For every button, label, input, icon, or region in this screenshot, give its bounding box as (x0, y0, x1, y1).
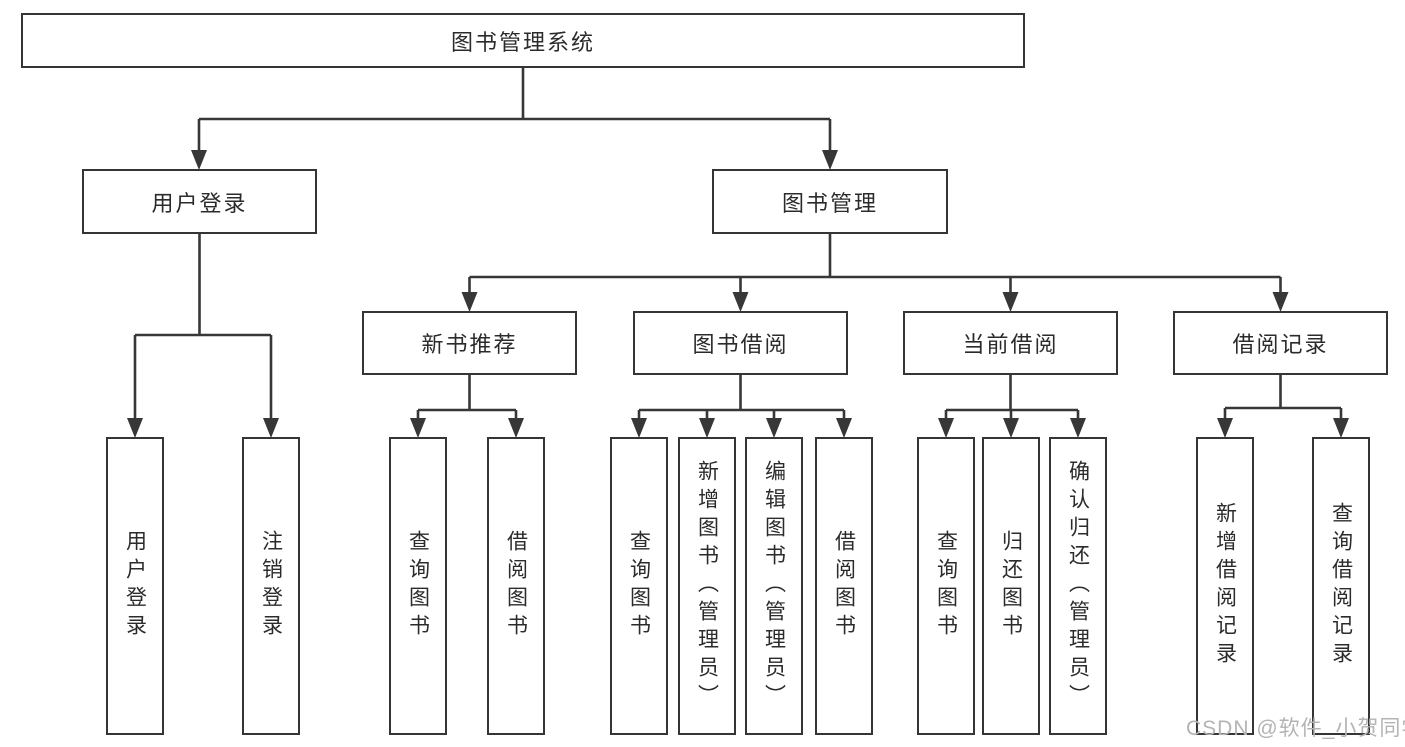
arrowhead (508, 418, 524, 438)
leaf-user-login: 用户登录 (106, 437, 164, 735)
connector-borrow-to-leaves (631, 375, 852, 438)
node-root-system: 图书管理系统 (21, 13, 1025, 68)
leaf-confirm-return-admin: 确认归还（管理员） (1049, 437, 1107, 735)
node-book-borrowing: 图书借阅 (633, 311, 848, 375)
leaf-add-books-admin: 新增图书（管理员） (678, 437, 736, 735)
arrowhead (263, 418, 279, 438)
node-new-book-recommend: 新书推荐 (362, 311, 577, 375)
connector-userlogin-to-leaves (127, 234, 279, 438)
leaf-query-borrow-record: 查询借阅记录 (1312, 437, 1370, 735)
arrowhead (1003, 418, 1019, 438)
connector-current-to-leaves (938, 375, 1086, 438)
connector-recommend-to-leaves (410, 375, 524, 438)
leaf-add-borrow-record: 新增借阅记录 (1196, 437, 1254, 735)
arrowhead (732, 292, 749, 312)
csdn-watermark: CSDN @软件_小贺同学 (1186, 717, 1405, 740)
node-borrow-records: 借阅记录 (1173, 311, 1388, 375)
connector-records-to-leaves (1217, 375, 1349, 438)
arrowhead (127, 418, 143, 438)
node-book-management: 图书管理 (712, 169, 948, 234)
arrowhead (631, 418, 647, 438)
arrowhead (938, 418, 954, 438)
leaf-query-books-current: 查询图书 (917, 437, 975, 735)
arrowhead (410, 418, 426, 438)
leaf-query-books-borrow: 查询图书 (610, 437, 668, 735)
arrowhead (1002, 292, 1019, 312)
leaf-query-books-recommend: 查询图书 (389, 437, 447, 735)
leaf-logout: 注销登录 (242, 437, 300, 735)
arrowhead (1272, 292, 1289, 312)
arrowhead (1333, 418, 1349, 438)
leaf-edit-books-admin: 编辑图书（管理员） (745, 437, 803, 735)
arrowhead (766, 418, 782, 438)
connector-root-to-level2 (191, 68, 838, 170)
arrowhead (822, 150, 838, 170)
node-user-login: 用户登录 (82, 169, 317, 234)
connector-bookmgmt-to-level3 (461, 234, 1289, 312)
leaf-borrow-books-recommend: 借阅图书 (487, 437, 545, 735)
arrowhead (836, 418, 852, 438)
leaf-return-books: 归还图书 (982, 437, 1040, 735)
arrowhead (461, 292, 478, 312)
arrowhead (1070, 418, 1086, 438)
node-current-borrowing: 当前借阅 (903, 311, 1118, 375)
arrowhead (699, 418, 715, 438)
leaf-borrow-books: 借阅图书 (815, 437, 873, 735)
arrowhead (191, 150, 207, 170)
arrowhead (1217, 418, 1233, 438)
